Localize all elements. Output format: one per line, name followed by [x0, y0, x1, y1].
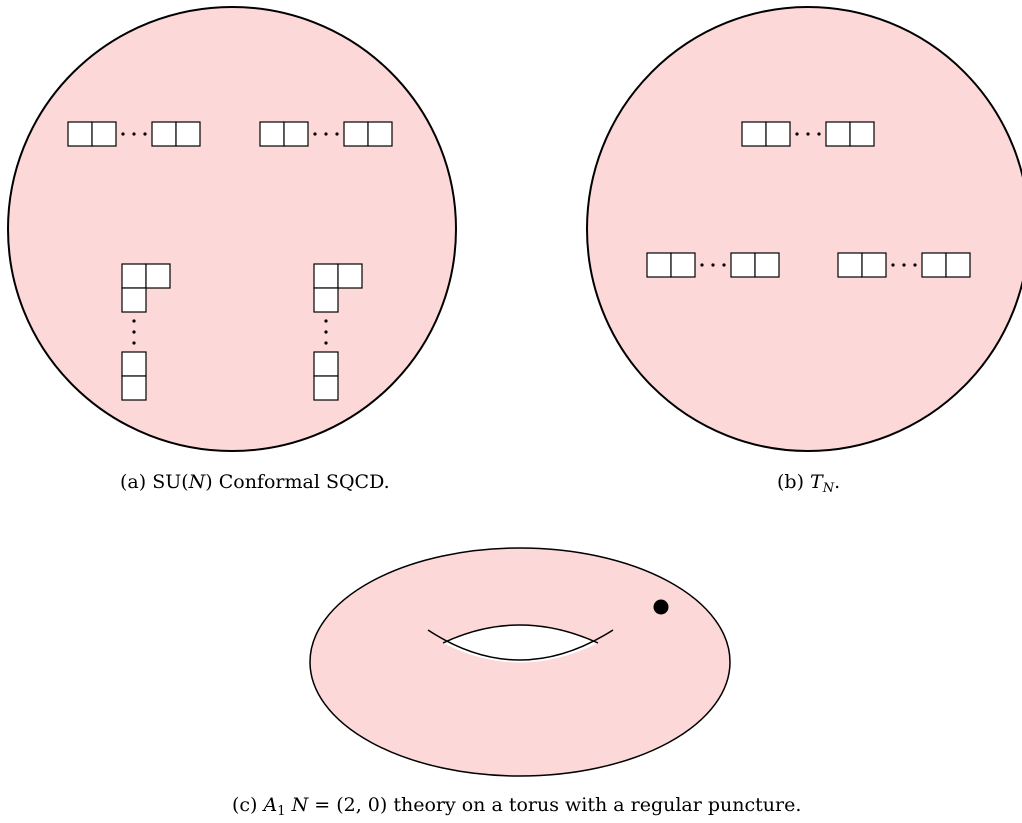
vertical-dots [132, 319, 136, 345]
vertical-dots [324, 319, 328, 345]
caption-c: (c) A1 N = (2, 0) theory on a torus with… [232, 794, 802, 819]
caption-c-var: A [263, 794, 278, 816]
young-diagram-column [121, 263, 171, 401]
caption-c-prefix: (c) [232, 794, 264, 816]
caption-a-prefix: (a) SU( [120, 471, 189, 493]
torus-hole-upper-arc [442, 624, 599, 644]
ellipsis-dots [313, 132, 339, 136]
caption-b-prefix: (b) [777, 471, 811, 493]
caption-c-middle: = (2, 0) theory on a torus with a regula… [308, 794, 802, 816]
caption-b: (b) TN. [777, 471, 841, 496]
sphere-b [586, 6, 1022, 452]
young-diagram-row [67, 121, 201, 147]
puncture-dot [653, 599, 669, 615]
panel-b-sphere [586, 6, 1022, 452]
caption-b-var: T [810, 471, 823, 493]
young-diagram-row [646, 252, 780, 278]
ellipsis-dots [700, 263, 726, 267]
ellipsis-dots [795, 132, 821, 136]
caption-a-suffix: ) Conformal SQCD. [205, 471, 390, 493]
panel-a-sphere [7, 6, 457, 452]
ellipsis-dots [891, 263, 917, 267]
caption-a: (a) SU(N) Conformal SQCD. [120, 473, 390, 492]
caption-b-sub: N [822, 481, 835, 496]
caption-a-var: N [188, 471, 206, 493]
torus-hole [443, 625, 598, 663]
panel-c-torus [309, 547, 731, 777]
young-diagram-row [741, 121, 875, 147]
young-diagram-row [259, 121, 393, 147]
sphere-a [7, 6, 457, 452]
caption-b-suffix: . [834, 471, 841, 493]
young-diagram-column [313, 263, 363, 401]
caption-c-script: N [291, 794, 309, 816]
ellipsis-dots [121, 132, 147, 136]
caption-c-sub: 1 [277, 804, 286, 819]
young-diagram-row [837, 252, 971, 278]
torus-hole-lower-arc [427, 629, 614, 661]
